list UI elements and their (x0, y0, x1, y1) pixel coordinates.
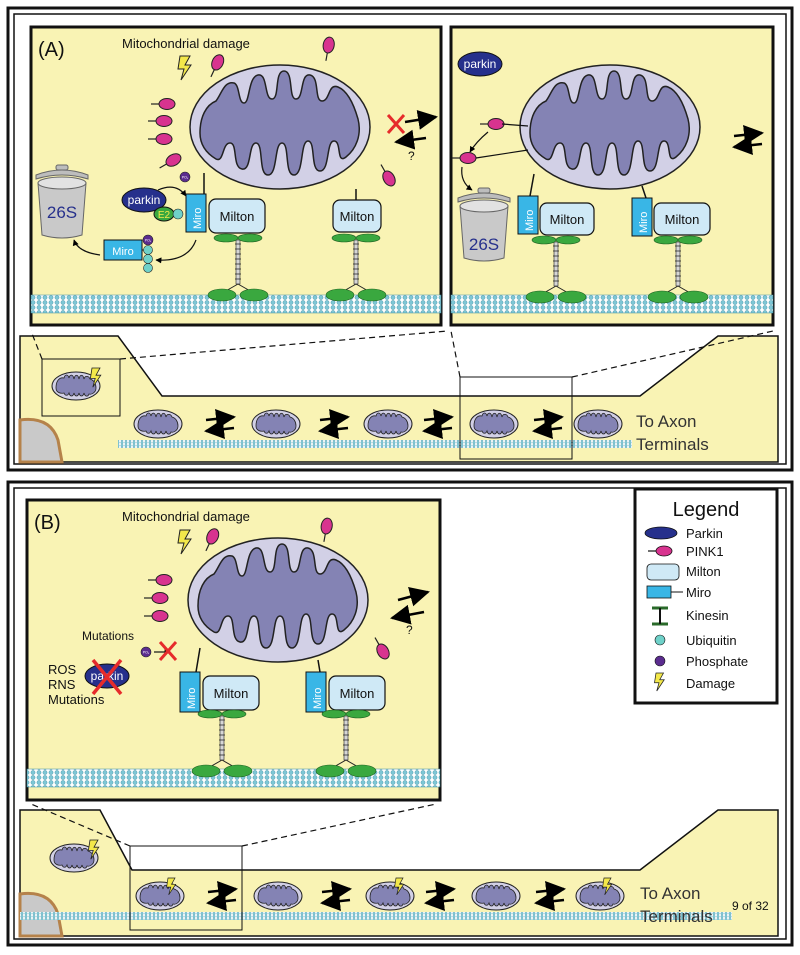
miro-box (185, 193, 207, 233)
parkin-icon (457, 51, 503, 77)
axon-label-line2: Terminals (640, 907, 713, 926)
phosphate-icon (140, 646, 152, 658)
milton-box (539, 202, 595, 236)
block-cross-icon (386, 114, 406, 134)
mitochondrion (135, 881, 185, 911)
parkin-label: parkin (464, 57, 497, 71)
proteasome-label: 26S (47, 203, 77, 222)
miro-label: Miro (192, 208, 204, 229)
miro-box (305, 671, 327, 713)
milton-label: Milton (550, 212, 585, 227)
e2-label: E2 (158, 210, 171, 221)
miro-label: Miro (312, 688, 324, 709)
panel-b-inner-border (13, 487, 787, 940)
panel-b-damage-title: Mitochondrial damage (122, 509, 250, 524)
parkin-label: parkin (128, 193, 161, 207)
ubiquitin-icon (654, 634, 666, 646)
miro-label: Miro (638, 212, 650, 233)
miro-box (517, 195, 539, 235)
mitochondrion (519, 64, 701, 190)
panel-b-label: (B) (34, 512, 61, 534)
miro-label: Miro (524, 210, 536, 231)
miro-box (179, 671, 201, 713)
mutations-label: Mutations (82, 629, 134, 643)
axon-label-line1: To Axon (636, 412, 697, 431)
milton-label: Milton (220, 209, 255, 224)
panel-b-neuron: To Axon Terminals 9 of 32 (18, 803, 779, 938)
mutations2-label: Mutations (48, 692, 105, 707)
legend-milton: Milton (686, 564, 721, 579)
phosphate-icon (654, 655, 666, 667)
parkin-icon (121, 187, 167, 213)
miro-label: Miro (112, 246, 133, 258)
kinesin-icon (652, 606, 668, 626)
mitochondrion (251, 409, 301, 439)
ros-label: ROS (48, 662, 77, 677)
legend-ubiquitin: Ubiquitin (686, 633, 737, 648)
mitochondrion (573, 409, 623, 439)
mitochondrion (133, 409, 183, 439)
mitochondrion (189, 64, 371, 190)
miro-label: Miro (186, 688, 198, 709)
mitochondrion (363, 409, 413, 439)
milton-box (208, 198, 266, 234)
ubiquitin-icon (143, 245, 153, 255)
phosphate-icon (142, 234, 154, 246)
milton-label: Milton (665, 212, 700, 227)
legend-kinesin: Kinesin (686, 608, 729, 623)
mitochondrion (575, 881, 625, 911)
proteasome-label: 26S (469, 235, 499, 254)
pink1-icon (655, 545, 673, 557)
rns-label: RNS (48, 677, 76, 692)
panel-a-damage-title: Mitochondrial damage (122, 36, 250, 51)
panel-b-zoom: (B) Mitochondrial damage Mutations ROS R… (25, 498, 442, 802)
ubiquitin-icon (172, 208, 184, 220)
panel-a-label: (A) (38, 39, 65, 61)
milton-icon (646, 563, 680, 581)
mitochondrion (253, 881, 303, 911)
axon-label-line2: Terminals (636, 435, 709, 454)
parkin-icon (644, 526, 678, 540)
panel-a-zoom-left: (A) Mitochondrial damage parkin E2 Miro … (29, 25, 443, 327)
question-mark: ? (408, 149, 415, 163)
legend-title: Legend (673, 499, 740, 521)
legend-phosphate: Phosphate (686, 654, 748, 669)
miro-box (631, 197, 653, 237)
ubiquitin-icon (143, 263, 153, 273)
milton-label: Milton (340, 209, 375, 224)
mitochondrion (469, 409, 519, 439)
panel-a-zoom-right: parkin 26S Miro Milton Miro Milton (449, 25, 775, 327)
block-cross-icon (91, 658, 123, 696)
milton-label: Milton (340, 686, 375, 701)
mitochondrion (471, 881, 521, 911)
legend-parkin: Parkin (686, 526, 723, 541)
panel-a-inner-border (13, 13, 787, 465)
milton-box (332, 199, 382, 233)
milton-box (653, 202, 711, 236)
axon-label-line1: To Axon (640, 884, 701, 903)
page-number: 9 of 32 (732, 899, 769, 913)
legend: Legend Parkin PINK1 Milton Miro Kinesin … (633, 487, 779, 705)
mitochondrion (365, 881, 415, 911)
miro-icon (646, 585, 672, 599)
milton-label: Milton (214, 686, 249, 701)
mitochondrion (187, 537, 369, 663)
question-mark: ? (406, 623, 413, 637)
legend-pink1: PINK1 (686, 544, 724, 559)
legend-damage: Damage (686, 676, 735, 691)
legend-miro: Miro (686, 585, 711, 600)
ubiquitin-icon (143, 254, 153, 264)
block-cross-icon (158, 641, 178, 661)
phosphate-icon (179, 171, 191, 183)
panel-a-neuron: To Axon Terminals (18, 330, 779, 464)
